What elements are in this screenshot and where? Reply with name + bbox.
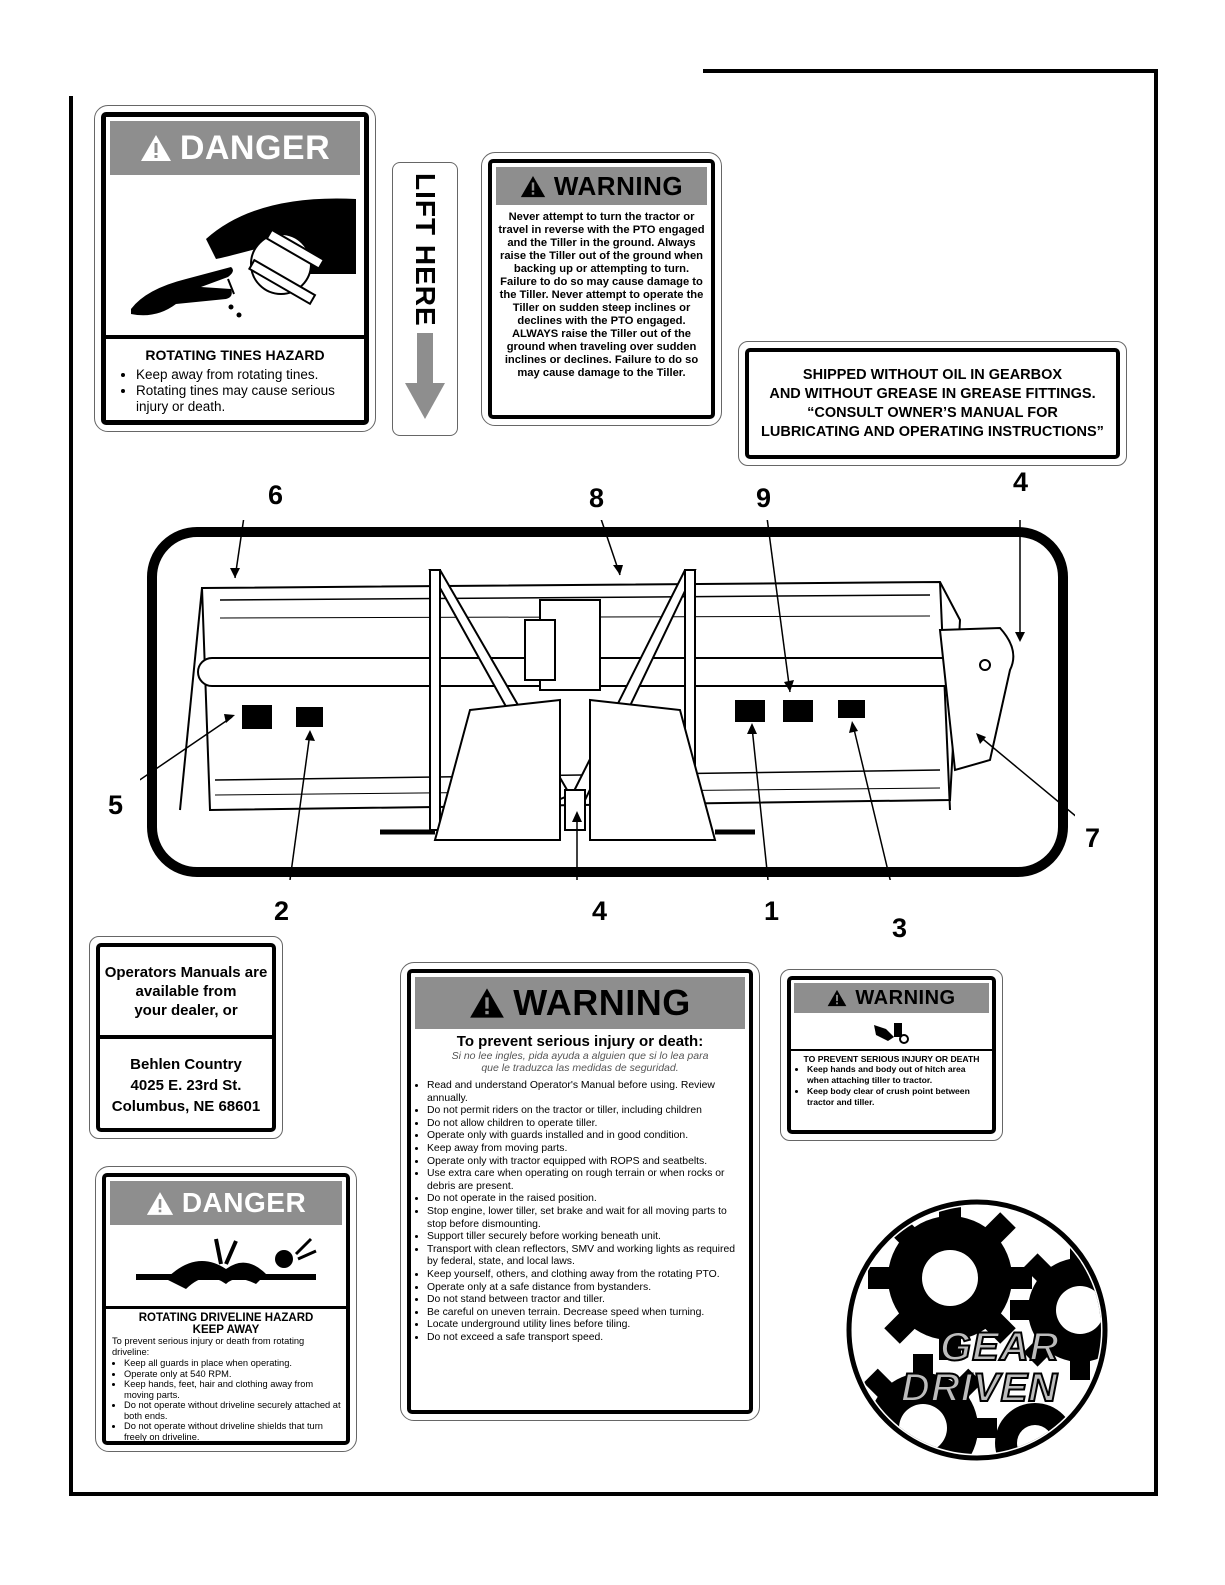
warning-safety-decal: WARNING To prevent serious injury or dea… [400, 962, 760, 1421]
frame-left-border [69, 96, 73, 1496]
lift-here-decal: LIFT HERE [392, 162, 458, 436]
warning-hitch-decal: WARNING TO PREVENT SERIOUS INJURY OR DEA… [780, 969, 1003, 1141]
lift-here-label: LIFT HERE [410, 173, 441, 327]
warning-pto-decal: WARNING Never attempt to turn the tracto… [481, 152, 722, 426]
list-item: Operate only with tractor equipped with … [427, 1156, 745, 1169]
list-item: Do not operate without driveline shields… [124, 1421, 342, 1441]
warning-triangle-icon [470, 988, 505, 1018]
shipped-line: LUBRICATING AND OPERATING INSTRUCTIONS” [761, 423, 1104, 440]
danger-tines-decal: DANGER ROTATING TINES HAZARD Keep away f… [94, 105, 376, 432]
decal-marker-9 [783, 700, 813, 722]
decal-marker-1 [735, 700, 765, 722]
warning-header: WARNING [794, 983, 989, 1013]
list-item: Operate only at 540 RPM. [124, 1369, 342, 1380]
shipped-without-oil-decal: SHIPPED WITHOUT OIL IN GEARBOX AND WITHO… [738, 341, 1127, 466]
list-item: Locate underground utility lines before … [427, 1319, 745, 1332]
list-item: Keep hands, feet, hair and clothing away… [124, 1379, 342, 1400]
decal-marker-5 [242, 705, 272, 729]
frame-bottom-border [69, 1492, 1158, 1496]
hitch-bullets: Keep hands and body out of hitch area wh… [791, 1064, 988, 1108]
driveline-bullets: Keep all guards in place when operating.… [106, 1358, 342, 1441]
list-item: Do not allow children to operate tiller. [427, 1118, 745, 1131]
operators-manuals-decal: Operators Manuals are available from you… [89, 936, 283, 1139]
callout-2: 2 [274, 896, 290, 926]
list-item: Be careful on uneven terrain. Decrease s… [427, 1307, 745, 1320]
callout-4-top: 4 [1013, 467, 1029, 497]
decal-marker-2 [296, 707, 323, 727]
warning-triangle-icon [140, 135, 171, 161]
manuals-line: available from [135, 982, 237, 1000]
tiller-diagram [140, 520, 1075, 880]
driveline-intro: To prevent serious injury or death from … [112, 1336, 305, 1357]
danger-header: DANGER [110, 121, 360, 175]
manuals-line: Operators Manuals are [104, 963, 268, 981]
list-item: Do not stand between tractor and tiller. [427, 1294, 745, 1307]
address-line: 4025 E. 23rd St. [130, 1076, 242, 1094]
callout-4-bottom: 4 [592, 896, 608, 926]
warning-triangle-icon [146, 1191, 173, 1215]
frame-right-border [1154, 69, 1158, 1496]
list-item: Do not operate in the raised position. [427, 1193, 745, 1206]
driveline-title: ROTATING DRIVELINE HAZARD [106, 1306, 346, 1324]
shipped-line: “CONSULT OWNER’S MANUAL FOR [807, 404, 1058, 421]
list-item: Read and understand Operator's Manual be… [427, 1080, 745, 1105]
list-item: Operate only at a safe distance from bys… [427, 1282, 745, 1295]
list-item: Transport with clean reflectors, SMV and… [427, 1244, 745, 1269]
callout-8: 8 [589, 483, 605, 513]
list-item: Keep away from rotating tines. [136, 367, 364, 383]
driveline-subtitle: KEEP AWAY [192, 1324, 260, 1336]
crush-hand-icon [873, 1023, 909, 1044]
list-item: Use extra care when operating on rough t… [427, 1168, 745, 1193]
rotating-tines-pictogram [131, 198, 356, 318]
list-item: Keep yourself, others, and clothing away… [427, 1269, 745, 1282]
callout-1: 1 [764, 896, 780, 926]
manuals-line: your dealer, or [134, 1001, 238, 1019]
shipped-line: SHIPPED WITHOUT OIL IN GEARBOX [802, 366, 1063, 383]
shipped-line: AND WITHOUT GREASE IN GREASE FITTINGS. [769, 385, 1096, 402]
decal-marker-3 [838, 700, 865, 718]
warning-bullets: Read and understand Operator's Manual be… [411, 1080, 745, 1344]
logo-text-driven: DRIVEN [900, 1365, 1059, 1411]
list-item: Do not operate without driveline securel… [124, 1400, 342, 1421]
danger-header: DANGER [110, 1181, 342, 1225]
warning-header: WARNING [415, 977, 745, 1029]
danger-tines-bullets: Keep away from rotating tines. Rotating … [106, 367, 364, 415]
list-item: Rotating tines may cause serious injury … [136, 383, 364, 415]
list-item: Keep hands and body out of hitch area wh… [807, 1064, 988, 1086]
arrow-down-icon [405, 333, 445, 419]
frame-top-border [703, 69, 1158, 73]
gears-logo-icon [846, 1199, 1108, 1461]
warning-pto-body: Never attempt to turn the tractor or tra… [498, 211, 705, 379]
danger-tines-title: ROTATING TINES HAZARD [106, 335, 364, 363]
warning-header: WARNING [496, 167, 707, 205]
list-item: Do not exceed a safe transport speed. [427, 1332, 745, 1345]
warning-triangle-icon [828, 989, 847, 1007]
callout-9: 9 [756, 483, 772, 513]
address-line: Columbus, NE 68601 [111, 1097, 261, 1115]
gear-driven-logo: GEAR DRIVEN [845, 1198, 1109, 1462]
warning-triangle-icon [520, 175, 546, 197]
spanish-line: Si no lee ingles, pida ayuda a alguien q… [451, 1050, 709, 1062]
warning-subtitle: To prevent serious injury or death: [456, 1033, 704, 1050]
list-item: Keep all guards in place when operating. [124, 1358, 342, 1369]
address-line: Behlen Country [130, 1055, 242, 1073]
list-item: Do not permit riders on the tractor or t… [427, 1105, 745, 1118]
logo-text-gear: GEAR [939, 1324, 1060, 1370]
callout-7: 7 [1085, 823, 1101, 853]
callout-5: 5 [108, 790, 124, 820]
callout-3: 3 [892, 913, 908, 943]
callout-6: 6 [268, 480, 284, 510]
list-item: Support tiller securely before working b… [427, 1231, 745, 1244]
driveline-entanglement-pictogram [136, 1237, 317, 1289]
list-item: Operate only with guards installed and i… [427, 1130, 745, 1143]
list-item: Stop engine, lower tiller, set brake and… [427, 1206, 745, 1231]
list-item: Keep body clear of crush point between t… [807, 1086, 988, 1108]
list-item: Keep away from moving parts. [427, 1143, 745, 1156]
hitch-title: TO PREVENT SERIOUS INJURY OR DEATH [791, 1049, 992, 1064]
spanish-line: que le traduzca las medidas de seguridad… [481, 1062, 679, 1074]
danger-driveline-decal: DANGER ROTATING DRIVELINE HAZARD KEEP AW… [95, 1166, 357, 1452]
